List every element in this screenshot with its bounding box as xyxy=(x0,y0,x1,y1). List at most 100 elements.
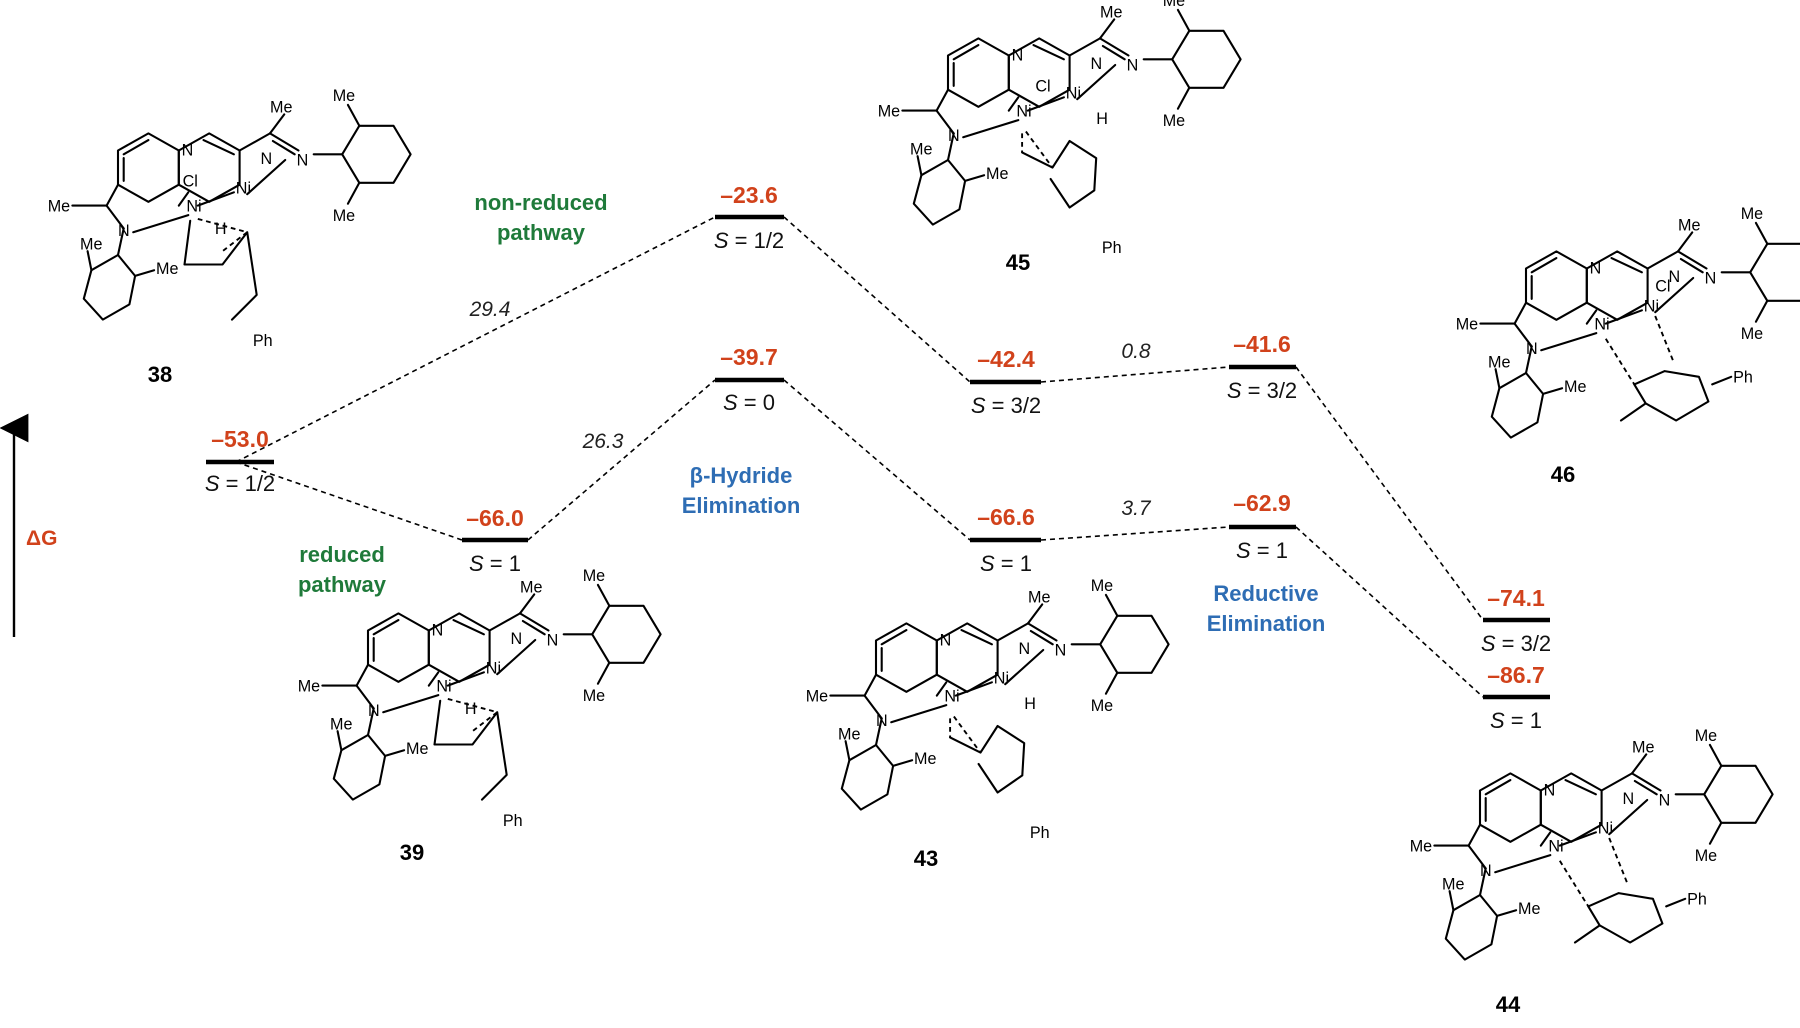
svg-text:N: N xyxy=(182,141,194,159)
structure-43: N N N Ni Ni H Me Me Me Me Me Me N Ph xyxy=(806,577,1170,842)
compound-label-43: 43 xyxy=(914,846,938,871)
svg-text:Me: Me xyxy=(1442,875,1464,893)
energy-ts-nonreduced-2: –41.6 xyxy=(1233,331,1291,357)
svg-text:Me: Me xyxy=(1100,3,1122,21)
barrier-nonreduced-ba: 29.4 xyxy=(469,298,511,321)
svg-text:Ni: Ni xyxy=(994,669,1009,687)
spin-44: S = 1 xyxy=(1490,708,1542,733)
svg-text:Ph: Ph xyxy=(253,332,273,350)
svg-text:Me: Me xyxy=(986,165,1008,183)
svg-text:N: N xyxy=(1127,57,1139,75)
svg-text:N: N xyxy=(261,150,273,168)
svg-text:Ni: Ni xyxy=(436,677,451,695)
svg-text:N: N xyxy=(1012,46,1024,64)
svg-text:N: N xyxy=(948,127,960,145)
svg-text:H: H xyxy=(1024,695,1036,713)
structure-45: N N N Ni Ni Cl H Me Me Me Me Me Me N Ph xyxy=(878,0,1242,257)
svg-text:Cl: Cl xyxy=(1655,277,1670,295)
energy-45: –42.4 xyxy=(977,346,1035,372)
energy-ts-reduced-2: –62.9 xyxy=(1233,490,1291,516)
svg-text:N: N xyxy=(1526,340,1538,358)
barrier-reduced-ba: 26.3 xyxy=(582,430,624,453)
energy-values: –53.0 –23.6 –66.0 –39.7 –42.4 –41.6 –66.… xyxy=(211,182,1545,688)
svg-text:Ph: Ph xyxy=(1030,824,1050,842)
svg-text:N: N xyxy=(118,222,130,240)
svg-text:Me: Me xyxy=(1564,378,1586,396)
svg-text:Ni: Ni xyxy=(486,659,501,677)
svg-text:N: N xyxy=(940,631,952,649)
svg-text:Me: Me xyxy=(1518,900,1540,918)
svg-text:H: H xyxy=(215,220,227,238)
svg-text:Me: Me xyxy=(1488,353,1510,371)
svg-text:Me: Me xyxy=(406,740,428,758)
svg-text:Me: Me xyxy=(80,235,102,253)
svg-text:Me: Me xyxy=(270,99,292,117)
svg-text:Me: Me xyxy=(333,207,355,225)
svg-text:N: N xyxy=(368,702,380,720)
svg-text:N: N xyxy=(1019,640,1031,658)
svg-text:Me: Me xyxy=(156,260,178,278)
compound-label-38: 38 xyxy=(148,362,172,387)
spin-ts-reduced-1: S = 0 xyxy=(723,390,775,415)
svg-text:H: H xyxy=(1096,110,1108,128)
svg-text:Ni: Ni xyxy=(1548,837,1563,855)
compound-label-46: 46 xyxy=(1551,462,1575,487)
svg-text:Ni: Ni xyxy=(186,197,201,215)
svg-text:Me: Me xyxy=(1163,0,1185,10)
svg-text:N: N xyxy=(1623,790,1635,808)
energy-39: –66.0 xyxy=(466,505,524,531)
svg-text:Me: Me xyxy=(1741,325,1763,343)
svg-text:Me: Me xyxy=(1456,315,1478,333)
svg-text:Ni: Ni xyxy=(944,687,959,705)
svg-text:Me: Me xyxy=(838,725,860,743)
spin-labels: S = 1/2 S = 1/2 S = 1 S = 0 S = 3/2 S = … xyxy=(205,228,1551,733)
svg-text:Me: Me xyxy=(333,87,355,105)
svg-text:N: N xyxy=(876,712,888,730)
svg-text:Me: Me xyxy=(1695,847,1717,865)
svg-text:Me: Me xyxy=(1091,577,1113,595)
compound-label-44: 44 xyxy=(1496,992,1521,1017)
energy-44: –86.7 xyxy=(1487,662,1545,688)
energy-ts-nonreduced-1: –23.6 xyxy=(720,182,778,208)
svg-text:N: N xyxy=(1055,642,1067,660)
svg-text:Ni: Ni xyxy=(1066,84,1081,102)
svg-text:N: N xyxy=(511,630,523,648)
svg-text:Me: Me xyxy=(583,687,605,705)
svg-text:Ph: Ph xyxy=(1102,239,1122,257)
compound-label-45: 45 xyxy=(1006,250,1030,275)
svg-text:Cl: Cl xyxy=(1035,78,1050,96)
svg-text:Ni: Ni xyxy=(1594,315,1609,333)
svg-text:N: N xyxy=(1480,862,1492,880)
energy-46: –74.1 xyxy=(1487,585,1545,611)
svg-text:Me: Me xyxy=(1678,217,1700,235)
spin-46: S = 3/2 xyxy=(1481,631,1551,656)
svg-text:Me: Me xyxy=(806,687,828,705)
svg-text:N: N xyxy=(1590,259,1602,277)
svg-text:Cl: Cl xyxy=(183,173,198,191)
energy-38: –53.0 xyxy=(211,426,269,452)
barrier-nonreduced-re: 0.8 xyxy=(1121,340,1151,363)
svg-text:N: N xyxy=(432,621,444,639)
energy-levels xyxy=(206,214,1550,700)
svg-text:N: N xyxy=(1544,781,1556,799)
spin-45: S = 3/2 xyxy=(971,393,1041,418)
delta-g-label: ΔG xyxy=(26,527,57,550)
spin-ts-nonreduced-1: S = 1/2 xyxy=(714,228,784,253)
svg-text:N: N xyxy=(1091,55,1103,73)
structure-44: N N N Ni Ni Me Me Me Me Me Me N Ph xyxy=(1410,727,1774,961)
compound-label-39: 39 xyxy=(400,840,424,865)
svg-text:Ni: Ni xyxy=(236,179,251,197)
svg-text:Me: Me xyxy=(1741,205,1763,223)
svg-text:Ni: Ni xyxy=(1016,102,1031,120)
svg-text:Ph: Ph xyxy=(1687,891,1707,909)
spin-ts-reduced-2: S = 1 xyxy=(1236,538,1288,563)
structure-38: N N N Ni Ni Cl H Me Me Me Me Me Me N Ph xyxy=(48,87,412,350)
structure-39: N N N Ni Ni H Me Me Me Me Me Me N Ph xyxy=(298,567,662,830)
svg-text:Me: Me xyxy=(1028,589,1050,607)
svg-text:N: N xyxy=(547,632,559,650)
svg-text:Me: Me xyxy=(878,102,900,120)
